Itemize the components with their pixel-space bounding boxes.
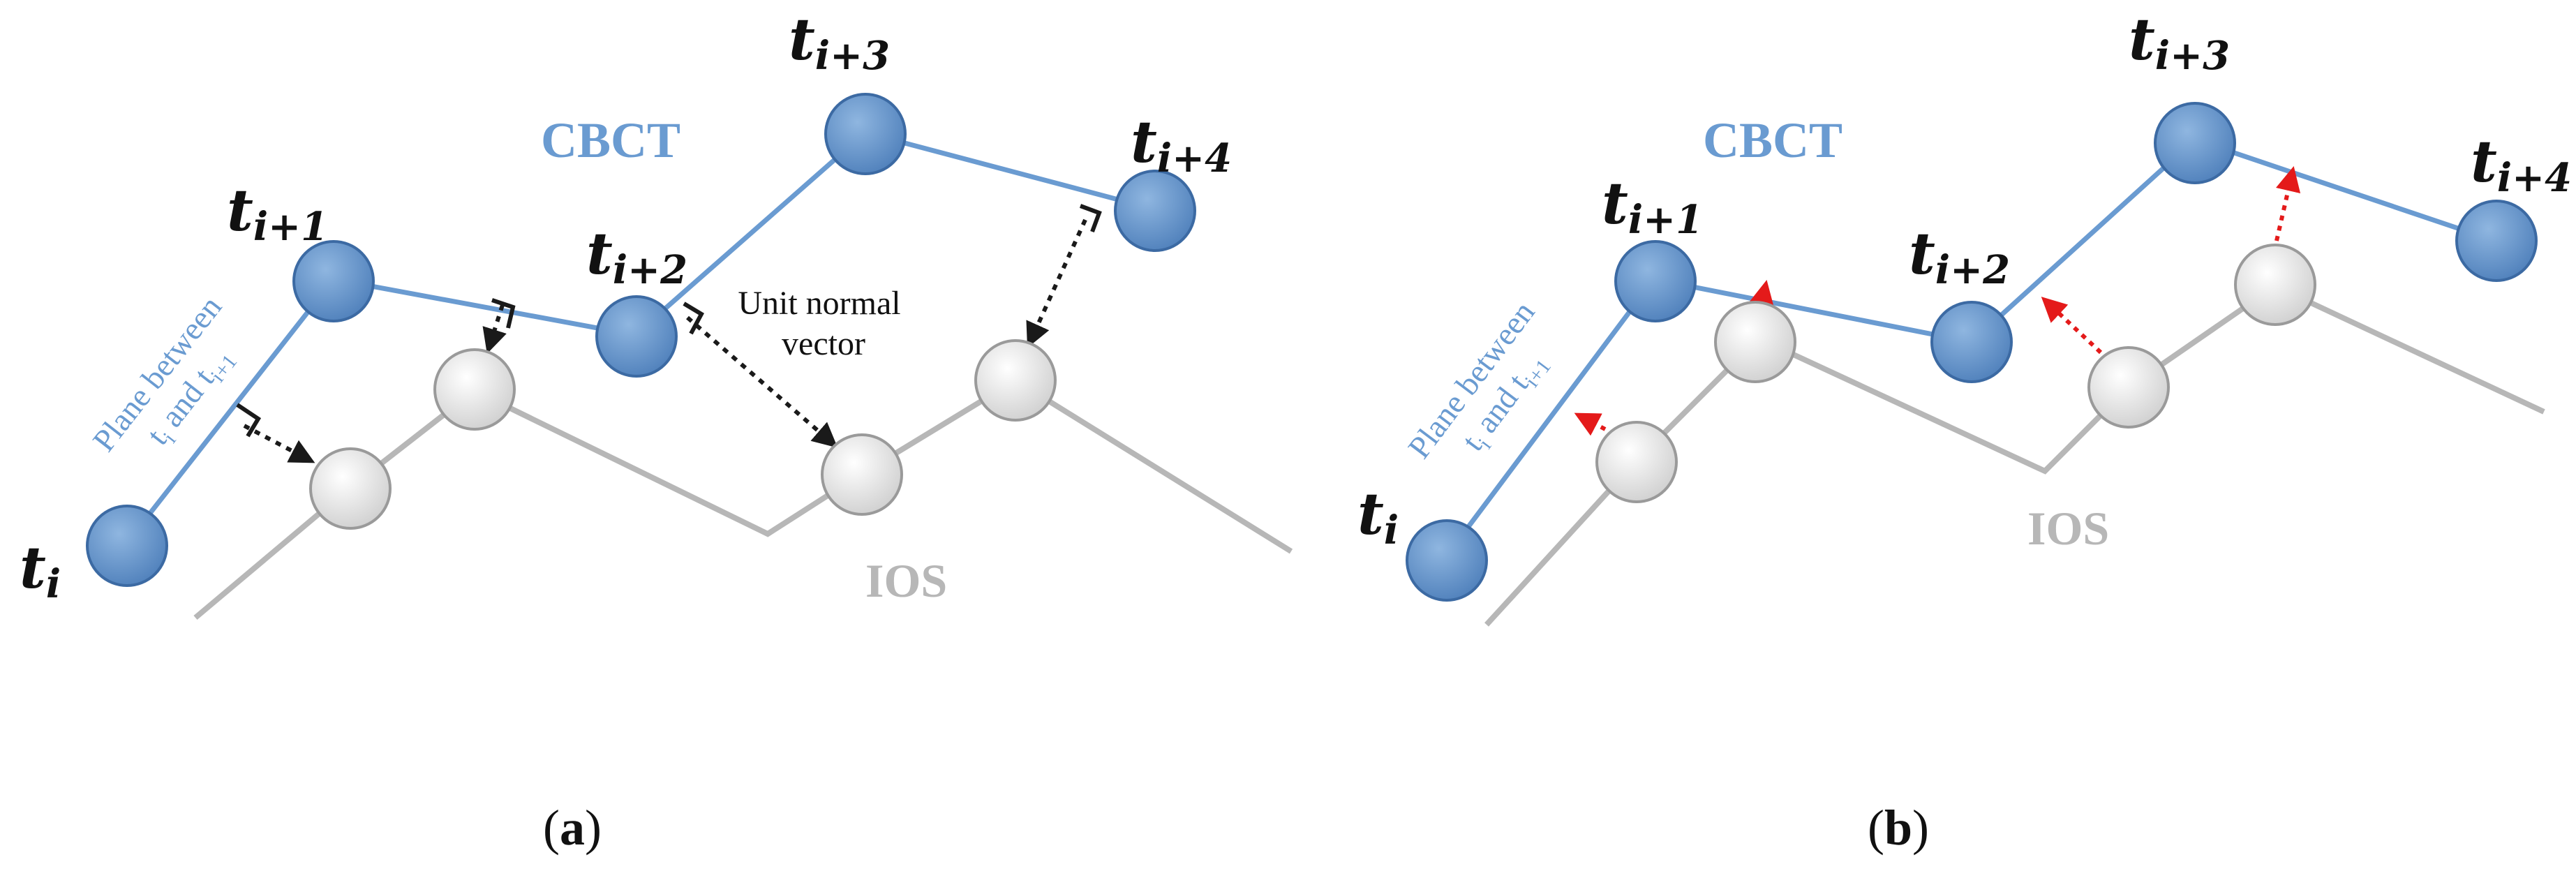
label-ti-a: ti <box>20 535 61 607</box>
label-ios-a: IOS <box>865 554 947 607</box>
right-angle-marks-a <box>236 204 1102 438</box>
label-ti4-b: ti+4 <box>2471 128 2572 201</box>
label-ti4-a: ti+4 <box>1131 109 1232 181</box>
label-ti3-a: ti+3 <box>789 6 890 79</box>
label-ti2-a: ti+2 <box>586 221 687 293</box>
ios-nodes-b <box>1595 244 2316 503</box>
caption-b: (b) <box>1868 800 1929 856</box>
label-ti1-b: ti+1 <box>1602 170 1703 243</box>
label-plane-a: Plane between ti and ti+1 <box>86 289 242 458</box>
label-cbct-b: CBCT <box>1703 112 1842 168</box>
correction-vectors-b <box>1574 165 2301 436</box>
caption-a: (a) <box>543 800 602 856</box>
label-cbct-a: CBCT <box>541 112 680 168</box>
panel-a: ti ti+1 ti+2 ti+3 ti+4 CBCT IOS Unit nor… <box>20 6 1293 856</box>
cbct-nodes-b <box>1406 102 2538 602</box>
label-ti1-a: ti+1 <box>227 177 328 250</box>
cbct-nodes-a <box>86 93 1196 587</box>
label-unit-normal-a: Unit normal vector <box>738 285 909 362</box>
label-plane-b: Plane between ti and ti+1 <box>1401 295 1556 465</box>
panel-b: ti ti+1 ti+2 ti+3 ti+4 CBCT IOS Plane be… <box>1357 6 2572 856</box>
normal-vectors-a <box>243 218 1087 463</box>
label-ti3-b: ti+3 <box>2129 6 2230 79</box>
label-ti2-b: ti+2 <box>1909 221 2010 293</box>
label-ti-b: ti <box>1357 481 1399 553</box>
label-ios-b: IOS <box>2027 502 2109 555</box>
ios-nodes-a <box>309 339 1057 530</box>
